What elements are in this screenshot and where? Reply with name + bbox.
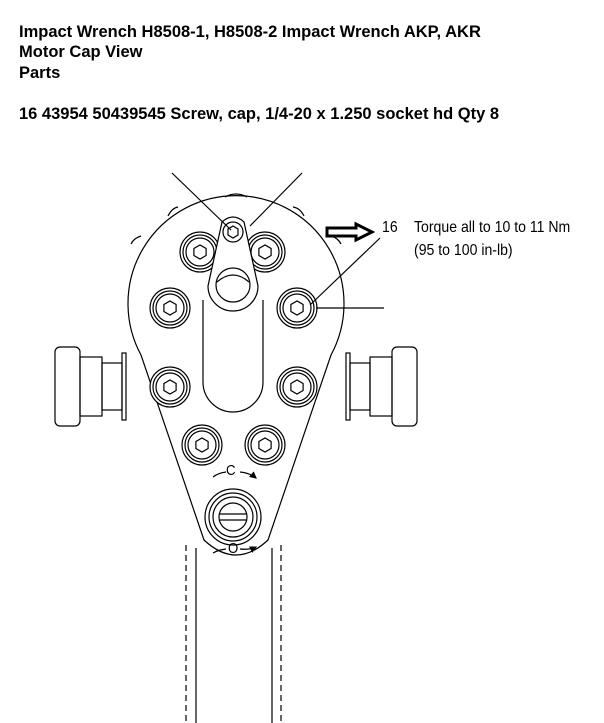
cap-screw xyxy=(181,424,223,466)
lever xyxy=(207,216,259,312)
motor-cap-body xyxy=(127,195,345,556)
view-title: Motor Cap View xyxy=(19,43,143,61)
cap-screw xyxy=(244,231,286,273)
right-side-handle xyxy=(345,346,418,427)
selector-label-bottom: O xyxy=(228,540,239,557)
arrow-icon xyxy=(325,221,376,243)
hex-socket-icon xyxy=(258,244,272,260)
section-title: Parts xyxy=(19,64,61,82)
cap-screw xyxy=(276,287,318,329)
hex-socket-icon xyxy=(163,300,177,316)
cap-screw xyxy=(276,366,318,408)
hex-socket-icon xyxy=(290,300,304,316)
cap-screws xyxy=(149,231,318,466)
cap-screw xyxy=(149,366,191,408)
selector-label-top: C xyxy=(226,462,236,479)
cap-screw xyxy=(149,287,191,329)
left-side-handle xyxy=(54,346,127,427)
slot xyxy=(202,300,264,413)
torque-spec-inlb: (95 to 100 in-lb) xyxy=(414,242,513,259)
page-title: Impact Wrench H8508-1, H8508-2 Impact Wr… xyxy=(19,23,481,41)
cap-screw xyxy=(244,424,286,466)
selector-knob xyxy=(204,488,262,546)
torque-spec: Torque all to 10 to 11 Nm xyxy=(414,219,571,236)
hex-socket-icon xyxy=(290,379,304,395)
handle-tube xyxy=(185,545,282,723)
callout-number: 16 xyxy=(382,219,398,236)
part-line: 16 43954 50439545 Screw, cap, 1/4-20 x 1… xyxy=(19,105,500,123)
cap-screw xyxy=(179,231,221,273)
hex-socket-icon xyxy=(258,437,272,453)
hex-socket-icon xyxy=(195,437,209,453)
hex-socket-icon xyxy=(193,244,207,260)
hex-socket-icon xyxy=(163,379,177,395)
